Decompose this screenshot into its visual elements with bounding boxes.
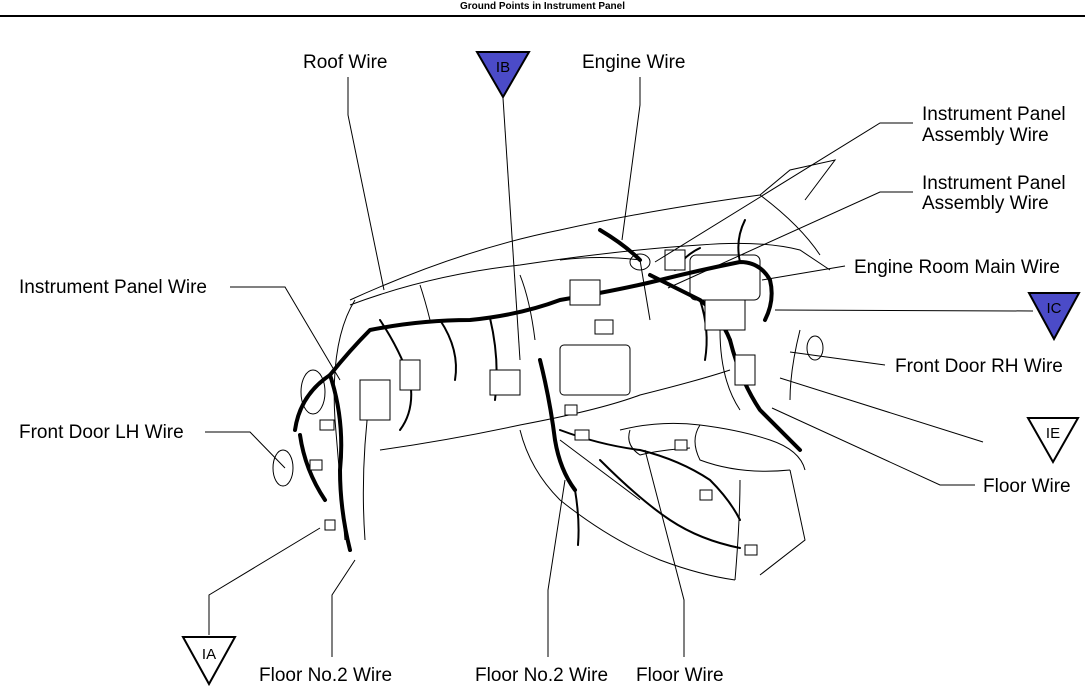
label-front-door-lh-wire: Front Door LH Wire <box>19 422 184 443</box>
leader-lines <box>205 77 1034 657</box>
labels: Roof Wire Engine Wire Instrument Panel A… <box>19 52 1071 686</box>
ground-label-ie: IE <box>1046 425 1060 442</box>
ground-label-ia: IA <box>202 646 216 663</box>
label-floor-wire-right: Floor Wire <box>983 476 1071 497</box>
label-floor-wire-bottom: Floor Wire <box>636 665 724 686</box>
ground-point-ic: IC <box>1027 292 1081 342</box>
label-ip-assembly-wire-1-line-2: Assembly Wire <box>922 125 1049 146</box>
label-floor-no2-wire-left: Floor No.2 Wire <box>259 665 392 686</box>
ground-triangle-ie <box>1026 417 1080 465</box>
label-ip-assembly-wire-1-line-1: Instrument Panel <box>922 104 1066 125</box>
dashboard-outline <box>272 159 837 581</box>
label-ip-assembly-wire-2-line-1: Instrument Panel <box>922 173 1066 194</box>
title-rule <box>0 15 1085 17</box>
ground-label-ib: IB <box>496 59 510 76</box>
ground-triangle-ib <box>475 51 531 99</box>
diagram-title: Ground Points in Instrument Panel <box>459 1 625 12</box>
ground-triangle-ia <box>181 636 237 687</box>
wire-harness <box>293 219 802 556</box>
ground-point-ia: IA <box>181 636 237 687</box>
label-engine-wire: Engine Wire <box>582 52 686 73</box>
label-front-door-rh-wire: Front Door RH Wire <box>895 356 1063 377</box>
label-floor-no2-wire-center: Floor No.2 Wire <box>475 665 608 686</box>
ground-label-ic: IC <box>1047 300 1062 317</box>
ground-triangle-ic <box>1027 292 1081 342</box>
label-instrument-panel-wire: Instrument Panel Wire <box>19 277 207 298</box>
ground-point-ib: IB <box>475 51 531 99</box>
label-roof-wire: Roof Wire <box>303 52 387 73</box>
label-ip-assembly-wire-2-line-2: Assembly Wire <box>922 193 1049 214</box>
label-engine-room-main-wire: Engine Room Main Wire <box>854 257 1060 278</box>
ground-point-ie: IE <box>1026 417 1080 465</box>
